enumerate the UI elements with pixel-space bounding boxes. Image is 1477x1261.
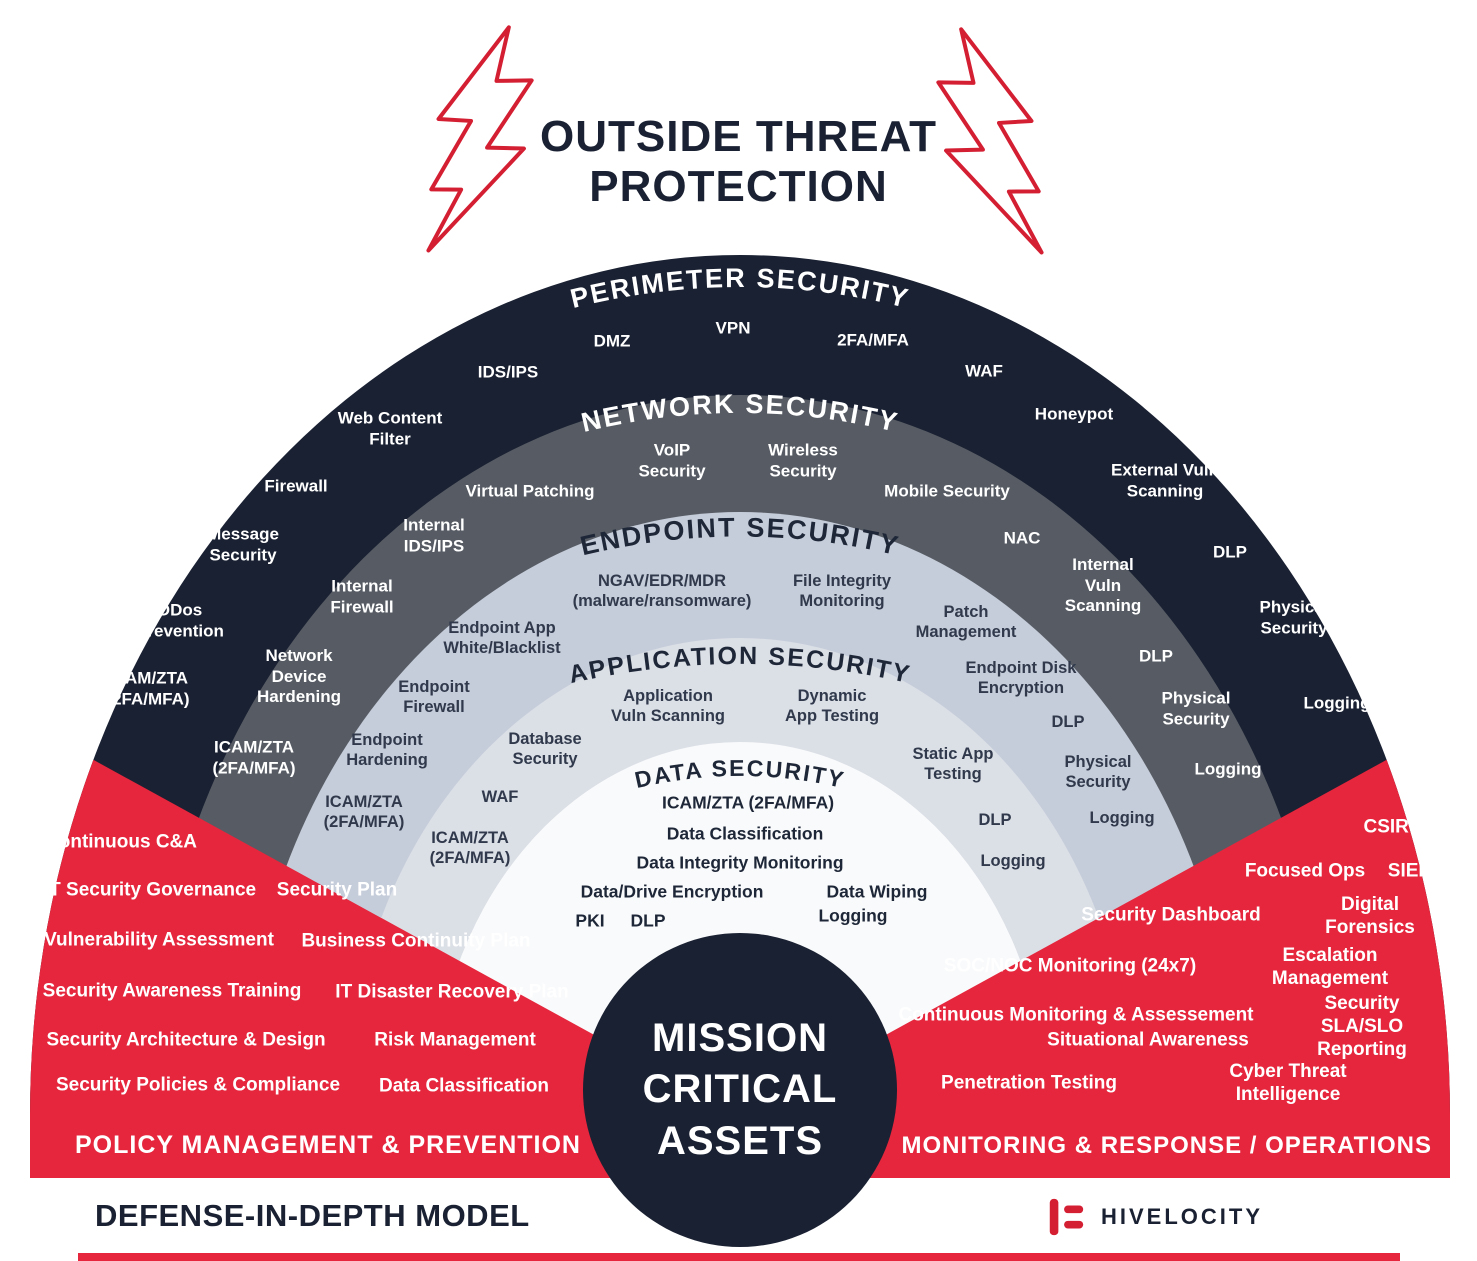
page-title: OUTSIDE THREAT PROTECTION xyxy=(0,112,1477,212)
defense-layers-dome: PERIMETER SECURITY NETWORK SECURITY ENDP… xyxy=(30,255,1450,1115)
bottom-red-strip xyxy=(78,1253,1400,1261)
monitoring-band-label: MONITORING & RESPONSE / OPERATIONS xyxy=(901,1131,1432,1159)
hivelocity-logo: HIVELOCITY xyxy=(1045,1196,1263,1238)
hivelocity-logo-icon xyxy=(1049,1198,1084,1236)
lightning-bolt-icon xyxy=(426,25,534,253)
svg-text:PERIMETER SECURITY: PERIMETER SECURITY xyxy=(567,263,912,314)
lightning-bolt-icon xyxy=(936,27,1044,255)
mission-line1: MISSION xyxy=(652,1016,828,1061)
policy-band-label: POLICY MANAGEMENT & PREVENTION xyxy=(75,1131,581,1159)
brand-name: HIVELOCITY xyxy=(1101,1204,1264,1229)
page-title-line1: OUTSIDE THREAT xyxy=(540,112,937,161)
mission-line3: ASSETS xyxy=(656,1118,824,1163)
model-title: DEFENSE-IN-DEPTH MODEL xyxy=(95,1198,530,1233)
mission-line2: CRITICAL xyxy=(642,1067,838,1112)
perimeter-security-title: PERIMETER SECURITY xyxy=(567,263,910,314)
mission-critical-assets: MISSION CRITICAL ASSETS xyxy=(583,933,897,1247)
page-title-line2: PROTECTION xyxy=(589,162,888,212)
